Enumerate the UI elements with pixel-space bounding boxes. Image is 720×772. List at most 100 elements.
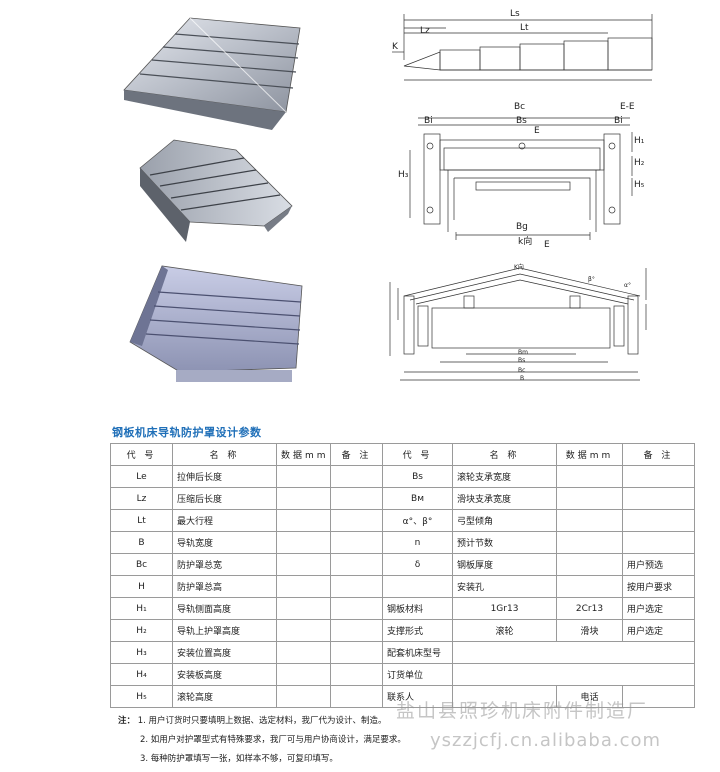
cell-remark-2[interactable] xyxy=(622,465,695,488)
cell-data-2[interactable] xyxy=(556,553,623,576)
label-bm: Bm xyxy=(518,349,528,356)
label-h5: H₅ xyxy=(634,180,645,190)
label-e-bottom: E xyxy=(544,240,550,250)
cell-remark[interactable] xyxy=(330,685,383,708)
cell-remark[interactable] xyxy=(330,531,383,554)
cell-name: 安装板高度 xyxy=(172,663,277,686)
cell-remark-2: 用户选定 xyxy=(622,619,695,642)
cell-remark[interactable] xyxy=(330,465,383,488)
cell-data-2[interactable] xyxy=(556,487,623,510)
header-data: 数据mm xyxy=(276,443,331,466)
cell-remark[interactable] xyxy=(330,663,383,686)
label-k-view: K向 xyxy=(514,264,524,271)
cell-remark-2[interactable] xyxy=(622,531,695,554)
cell-remark[interactable] xyxy=(330,619,383,642)
table-row: Lt 最大行程 α°、β° 弓型倾角 xyxy=(110,509,695,532)
cell-name: 滚轮高度 xyxy=(172,685,277,708)
header-remark-2: 备 注 xyxy=(622,443,695,466)
label-beta: β° xyxy=(588,276,595,283)
cell-data[interactable] xyxy=(276,663,331,686)
cell-remark[interactable] xyxy=(330,575,383,598)
cell-name-2: 钢板厚度 xyxy=(452,553,557,576)
cell-data[interactable] xyxy=(276,465,331,488)
note-1: 1. 用户订货时只要填明上数据、选定材料，我厂代为设计、制造。 xyxy=(137,716,387,726)
cell-data-2[interactable] xyxy=(556,531,623,554)
order-unit-field[interactable] xyxy=(452,663,695,686)
table-row: H₂ 导轨上护罩高度 支撑形式 滚轮 滑块 用户选定 xyxy=(110,619,695,642)
table-row: Bc 防护罩总宽 δ 钢板厚度 用户预选 xyxy=(110,553,695,576)
label-ls: Ls xyxy=(510,9,520,19)
cell-name-2: 预计节数 xyxy=(452,531,557,554)
cell-code: H₄ xyxy=(110,663,173,686)
cell-data[interactable] xyxy=(276,685,331,708)
cell-code-2 xyxy=(382,575,453,598)
label-bc-bottom: Bc xyxy=(518,367,526,374)
watermark-url: yszzjcfj.cn.alibaba.com xyxy=(430,730,662,751)
cell-code: Le xyxy=(110,465,173,488)
cell-name: 导轨上护罩高度 xyxy=(172,619,277,642)
cell-remark[interactable] xyxy=(330,487,383,510)
product-photo-cover-1 xyxy=(123,17,303,382)
cell-remark-2[interactable] xyxy=(622,487,695,510)
header-remark: 备 注 xyxy=(330,443,383,466)
label-alpha: α° xyxy=(624,282,631,289)
option-2cr13[interactable]: 2Cr13 xyxy=(556,597,623,620)
option-roller[interactable]: 滚轮 xyxy=(452,619,557,642)
phone-field[interactable] xyxy=(622,685,695,708)
label-bs-bottom: Bs xyxy=(518,357,526,364)
option-1gr13[interactable]: 1Gr13 xyxy=(452,597,557,620)
cell-name: 拉伸后长度 xyxy=(172,465,277,488)
cell-data[interactable] xyxy=(276,553,331,576)
cell-data[interactable] xyxy=(276,531,331,554)
cell-name: 防护罩总宽 xyxy=(172,553,277,576)
table-row: B 导轨宽度 n 预计节数 xyxy=(110,531,695,554)
cell-remark[interactable] xyxy=(330,553,383,576)
cell-code: Lt xyxy=(110,509,173,532)
table-header-row: 代 号 名 称 数据mm 备 注 代 号 名 称 数据mm 备 注 xyxy=(110,443,695,466)
cell-remark[interactable] xyxy=(330,597,383,620)
note-3: 3. 每种防护罩填写一张，如样本不够，可复印填写。 xyxy=(140,754,338,764)
header-name: 名 称 xyxy=(172,443,277,466)
option-slider[interactable]: 滑块 xyxy=(556,619,623,642)
cell-code-2: α°、β° xyxy=(382,509,453,532)
label-b-bottom: B xyxy=(520,375,525,382)
cell-remark-2[interactable] xyxy=(622,509,695,532)
cell-name-2: 弓型倾角 xyxy=(452,509,557,532)
cell-data[interactable] xyxy=(276,641,331,664)
header-code: 代 号 xyxy=(110,443,173,466)
cell-data-2[interactable] xyxy=(556,509,623,532)
label-k-direction: k向 xyxy=(518,237,533,247)
cell-code: H₁ xyxy=(110,597,173,620)
cell-data[interactable] xyxy=(276,487,331,510)
label-bi-right: Bi xyxy=(614,116,623,126)
table-row: Lz 压缩后长度 Bм 滑块支承宽度 xyxy=(110,487,695,510)
header-code-2: 代 号 xyxy=(382,443,453,466)
table-row: Le 拉伸后长度 Bs 滚轮支承宽度 xyxy=(110,465,695,488)
label-bg: Bg xyxy=(516,222,528,232)
machine-model-field[interactable] xyxy=(452,641,695,664)
cell-remark[interactable] xyxy=(330,509,383,532)
cell-support-label: 支撑形式 xyxy=(382,619,453,642)
cell-order-unit-label: 订货单位 xyxy=(382,663,453,686)
cell-remark-2: 按用户要求 xyxy=(622,575,695,598)
header-data-2: 数据mm xyxy=(556,443,623,466)
cell-data[interactable] xyxy=(276,597,331,620)
cell-data[interactable] xyxy=(276,509,331,532)
cell-data-2[interactable] xyxy=(556,575,623,598)
cell-code-2: Bs xyxy=(382,465,453,488)
cell-remark[interactable] xyxy=(330,641,383,664)
notes-label: 注： xyxy=(118,716,136,726)
cell-data-2[interactable] xyxy=(556,465,623,488)
cell-data[interactable] xyxy=(276,619,331,642)
cell-code: Bc xyxy=(110,553,173,576)
cell-code-2: n xyxy=(382,531,453,554)
header-name-2: 名 称 xyxy=(452,443,557,466)
cell-name: 压缩后长度 xyxy=(172,487,277,510)
cell-name: 防护罩总高 xyxy=(172,575,277,598)
cell-name-2: 滑块支承宽度 xyxy=(452,487,557,510)
note-2: 2. 如用户对护罩型式有特殊要求，我厂可与用户协商设计，满足要求。 xyxy=(140,735,406,745)
cell-machine-model-label: 配套机床型号 xyxy=(382,641,453,664)
label-k: K xyxy=(392,42,398,52)
cell-data[interactable] xyxy=(276,575,331,598)
label-e-top: E xyxy=(534,126,540,136)
